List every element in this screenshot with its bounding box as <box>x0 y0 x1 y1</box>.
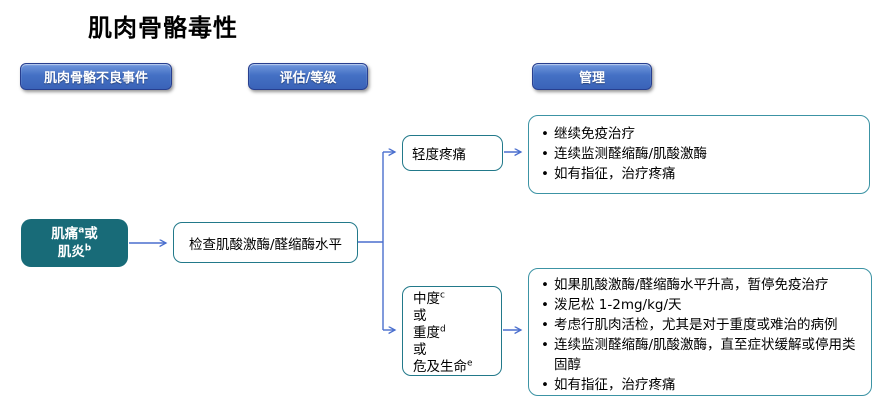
column-header-adverse-events-label: 肌肉骨骼不良事件 <box>43 71 148 86</box>
column-header-adverse-events: 肌肉骨骼不良事件 <box>20 63 172 90</box>
bullet-item: 如果肌酸激酶/醛缩酶水平升高，暂停免疫治疗 <box>539 275 863 295</box>
grade-line-life-threatening: 危及生命e <box>413 358 473 375</box>
footnote-sup-a: a <box>78 225 85 236</box>
grade-line-moderate: 中度c <box>413 290 445 307</box>
bullet-item: 连续监测醛缩酶/肌酸激酶 <box>539 144 861 164</box>
footnote-sup-c: c <box>440 290 445 301</box>
bullet-item: 继续免疫治疗 <box>539 124 861 144</box>
grade-line-severe: 重度d <box>413 324 446 341</box>
severe-management-box: 如果肌酸激酶/醛缩酶水平升高，暂停免疫治疗 泼尼松 1-2mg/kg/天 考虑行… <box>528 268 872 396</box>
mild-pain-box: 轻度疼痛 <box>402 135 503 171</box>
adverse-event-box: 肌痛a或 肌炎b <box>21 219 128 267</box>
assessment-box: 检查肌酸激酶/醛缩酶水平 <box>173 222 358 263</box>
assessment-box-label: 检查肌酸激酶/醛缩酶水平 <box>188 236 343 253</box>
footnote-sup-d: d <box>440 324 446 335</box>
mild-management-box: 继续免疫治疗 连续监测醛缩酶/肌酸激酶 如有指征，治疗疼痛 <box>528 115 870 194</box>
adverse-event-line1: 肌痛a或 <box>51 225 98 242</box>
column-header-assessment-grading: 评估/等级 <box>248 63 368 90</box>
column-header-assessment-grading-label: 评估/等级 <box>279 71 337 86</box>
bullet-item: 如有指征，治疗疼痛 <box>539 164 861 184</box>
severe-management-bullet-list: 如果肌酸激酶/醛缩酶水平升高，暂停免疫治疗 泼尼松 1-2mg/kg/天 考虑行… <box>539 275 863 395</box>
mild-pain-box-label: 轻度疼痛 <box>412 147 466 163</box>
bullet-item: 泼尼松 1-2mg/kg/天 <box>539 295 863 315</box>
grade-box: 中度c 或 重度d 或 危及生命e <box>402 286 502 376</box>
footnote-sup-b: b <box>84 243 92 254</box>
grade-line-or-2: 或 <box>413 342 427 358</box>
column-header-management: 管理 <box>532 63 652 90</box>
bullet-item: 考虑行肌肉活检，尤其是对于重度或难治的病例 <box>539 315 863 335</box>
bullet-item: 如有指征，治疗疼痛 <box>539 375 863 395</box>
bullet-item: 连续监测醛缩酶/肌酸激酶，直至症状缓解或停用类固醇 <box>539 335 863 375</box>
page-title: 肌肉骨骼毒性 <box>88 14 238 42</box>
footnote-sup-e: e <box>467 358 473 369</box>
grade-line-or-1: 或 <box>413 308 427 324</box>
mild-management-bullet-list: 继续免疫治疗 连续监测醛缩酶/肌酸激酶 如有指征，治疗疼痛 <box>539 124 861 184</box>
adverse-event-line2: 肌炎b <box>57 243 92 260</box>
column-header-management-label: 管理 <box>578 71 605 86</box>
